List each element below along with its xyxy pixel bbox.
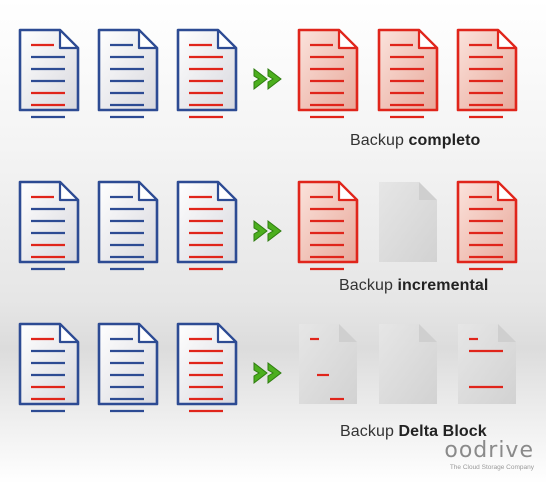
double-chevron-right-icon — [253, 66, 287, 92]
source-document-icon — [18, 180, 80, 271]
caption-prefix: Backup — [350, 132, 409, 149]
backup-type-caption: Backup completo — [350, 132, 480, 150]
brand-logo: oodrive The Cloud Storage Company — [444, 440, 534, 472]
ghost-document-icon — [456, 322, 518, 406]
backup-type-caption: Backup incremental — [339, 277, 488, 295]
double-chevron-right-icon — [253, 360, 287, 386]
source-document-icon — [176, 322, 238, 413]
brand-tagline: The Cloud Storage Company — [449, 464, 534, 471]
caption-prefix: Backup — [339, 277, 398, 294]
ghost-document-icon — [377, 180, 439, 264]
caption-emphasis: completo — [408, 132, 481, 149]
source-document-icon — [176, 180, 238, 271]
backup-document-icon — [297, 28, 359, 119]
caption-emphasis: incremental — [397, 277, 489, 294]
double-chevron-right-icon — [253, 218, 287, 244]
ghost-document-icon — [377, 322, 439, 406]
backup-row: Backup completo — [0, 28, 546, 178]
brand-name: oodrive — [444, 438, 534, 463]
backup-row: Backup incremental — [0, 180, 546, 330]
backup-document-icon — [297, 180, 359, 271]
backup-type-caption: Backup Delta Block — [340, 423, 487, 441]
ghost-document-icon — [297, 322, 359, 406]
source-document-icon — [97, 28, 159, 119]
backup-document-icon — [456, 28, 518, 119]
source-document-icon — [97, 180, 159, 271]
caption-emphasis: Delta Block — [398, 423, 487, 440]
source-document-icon — [97, 322, 159, 413]
backup-document-icon — [456, 180, 518, 271]
caption-prefix: Backup — [340, 423, 399, 440]
source-document-icon — [176, 28, 238, 119]
source-document-icon — [18, 322, 80, 413]
backup-document-icon — [377, 28, 439, 119]
source-document-icon — [18, 28, 80, 119]
backup-row: Backup Delta Block — [0, 322, 546, 472]
